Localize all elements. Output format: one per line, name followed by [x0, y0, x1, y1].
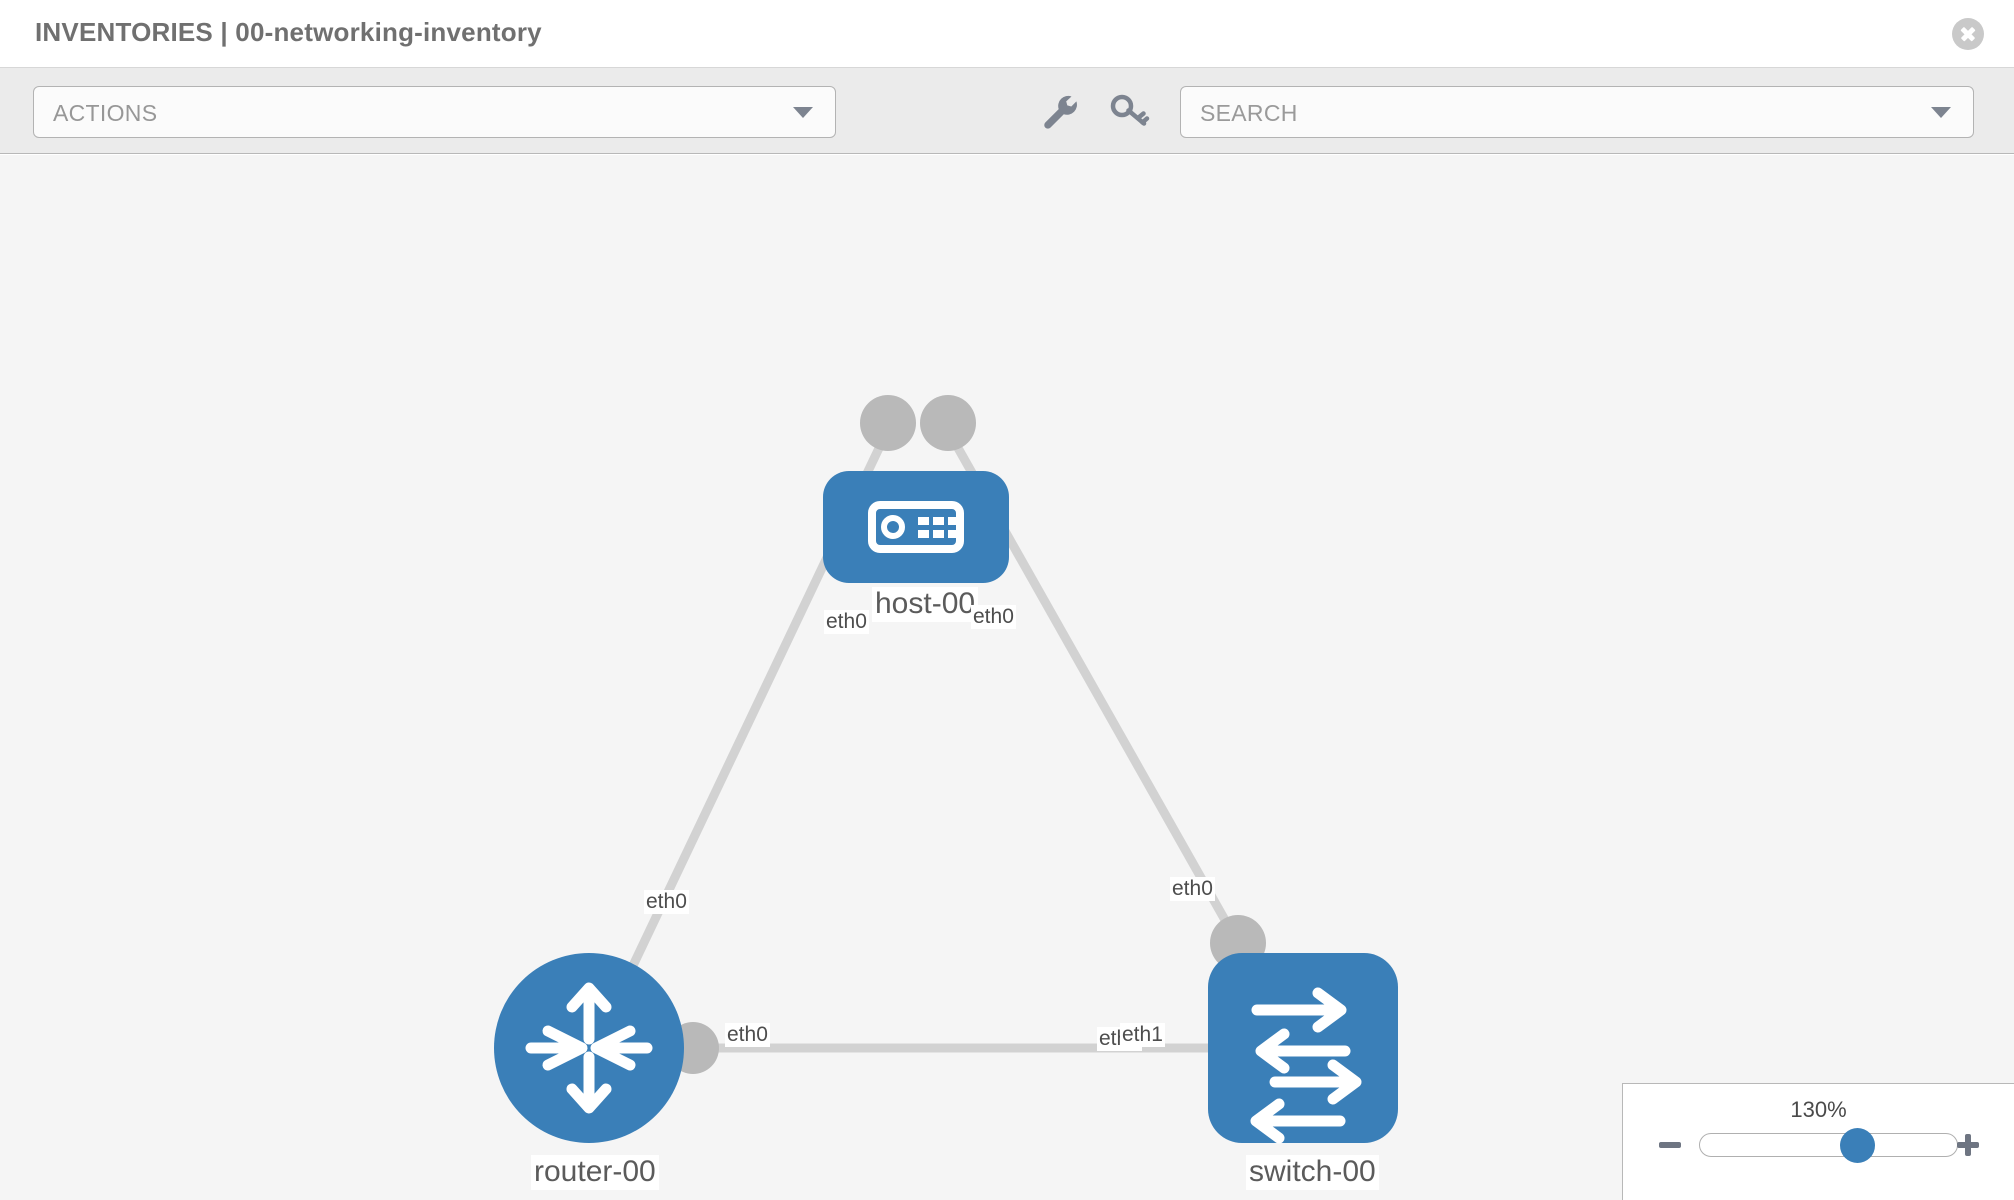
search-input[interactable]: SEARCH [1180, 86, 1974, 138]
chevron-down-icon[interactable] [1931, 107, 1951, 118]
server-icon [868, 501, 964, 553]
search-placeholder: SEARCH [1200, 100, 1298, 126]
actions-dropdown[interactable]: ACTIONS [33, 86, 836, 138]
toolbar: ACTIONS SEARCH [0, 68, 2014, 154]
close-icon[interactable] [1952, 18, 1984, 50]
port-host00-right [920, 395, 976, 451]
actions-dropdown-label: ACTIONS [53, 100, 158, 126]
node-label-router-00: router-00 [531, 1155, 659, 1190]
key-icon[interactable] [1108, 92, 1152, 132]
iface-label: eth0 [725, 1023, 770, 1048]
router-arrows-icon [525, 982, 653, 1114]
iface-label: eth0 [1170, 877, 1215, 902]
zoom-level-label: 130% [1790, 1097, 1847, 1122]
node-router-00 [494, 953, 684, 1143]
node-label-switch-00: switch-00 [1246, 1155, 1379, 1190]
plus-icon[interactable] [1953, 1130, 1983, 1160]
minus-icon[interactable] [1655, 1130, 1685, 1160]
node-host-00-shape [823, 471, 1009, 583]
page-title: INVENTORIES | 00-networking-inventory [35, 17, 542, 47]
port-host00-left [860, 395, 916, 451]
zoom-slider-track[interactable] [1699, 1128, 1958, 1163]
iface-label: eth1 [1120, 1023, 1165, 1048]
topology-graph [494, 395, 1398, 1144]
node-router-00-shape [494, 953, 684, 1143]
page-header: INVENTORIES | 00-networking-inventory [0, 0, 2014, 68]
chevron-down-icon [793, 107, 813, 118]
node-host-00 [823, 471, 1009, 583]
node-switch-00 [1208, 953, 1398, 1144]
topology-canvas[interactable]: host-00 router-00 switch-00 eth0 eth0 et… [0, 155, 2014, 1200]
iface-label: eth0 [824, 610, 869, 635]
zoom-slider-thumb[interactable] [1840, 1128, 1875, 1163]
iface-label: eth0 [644, 890, 689, 915]
node-label-host-00: host-00 [872, 587, 979, 622]
zoom-control-panel: 130% [1622, 1083, 2014, 1200]
iface-label: eth0 [971, 605, 1016, 630]
switch-arrows-icon [1250, 987, 1362, 1144]
wrench-icon[interactable] [1039, 92, 1083, 132]
